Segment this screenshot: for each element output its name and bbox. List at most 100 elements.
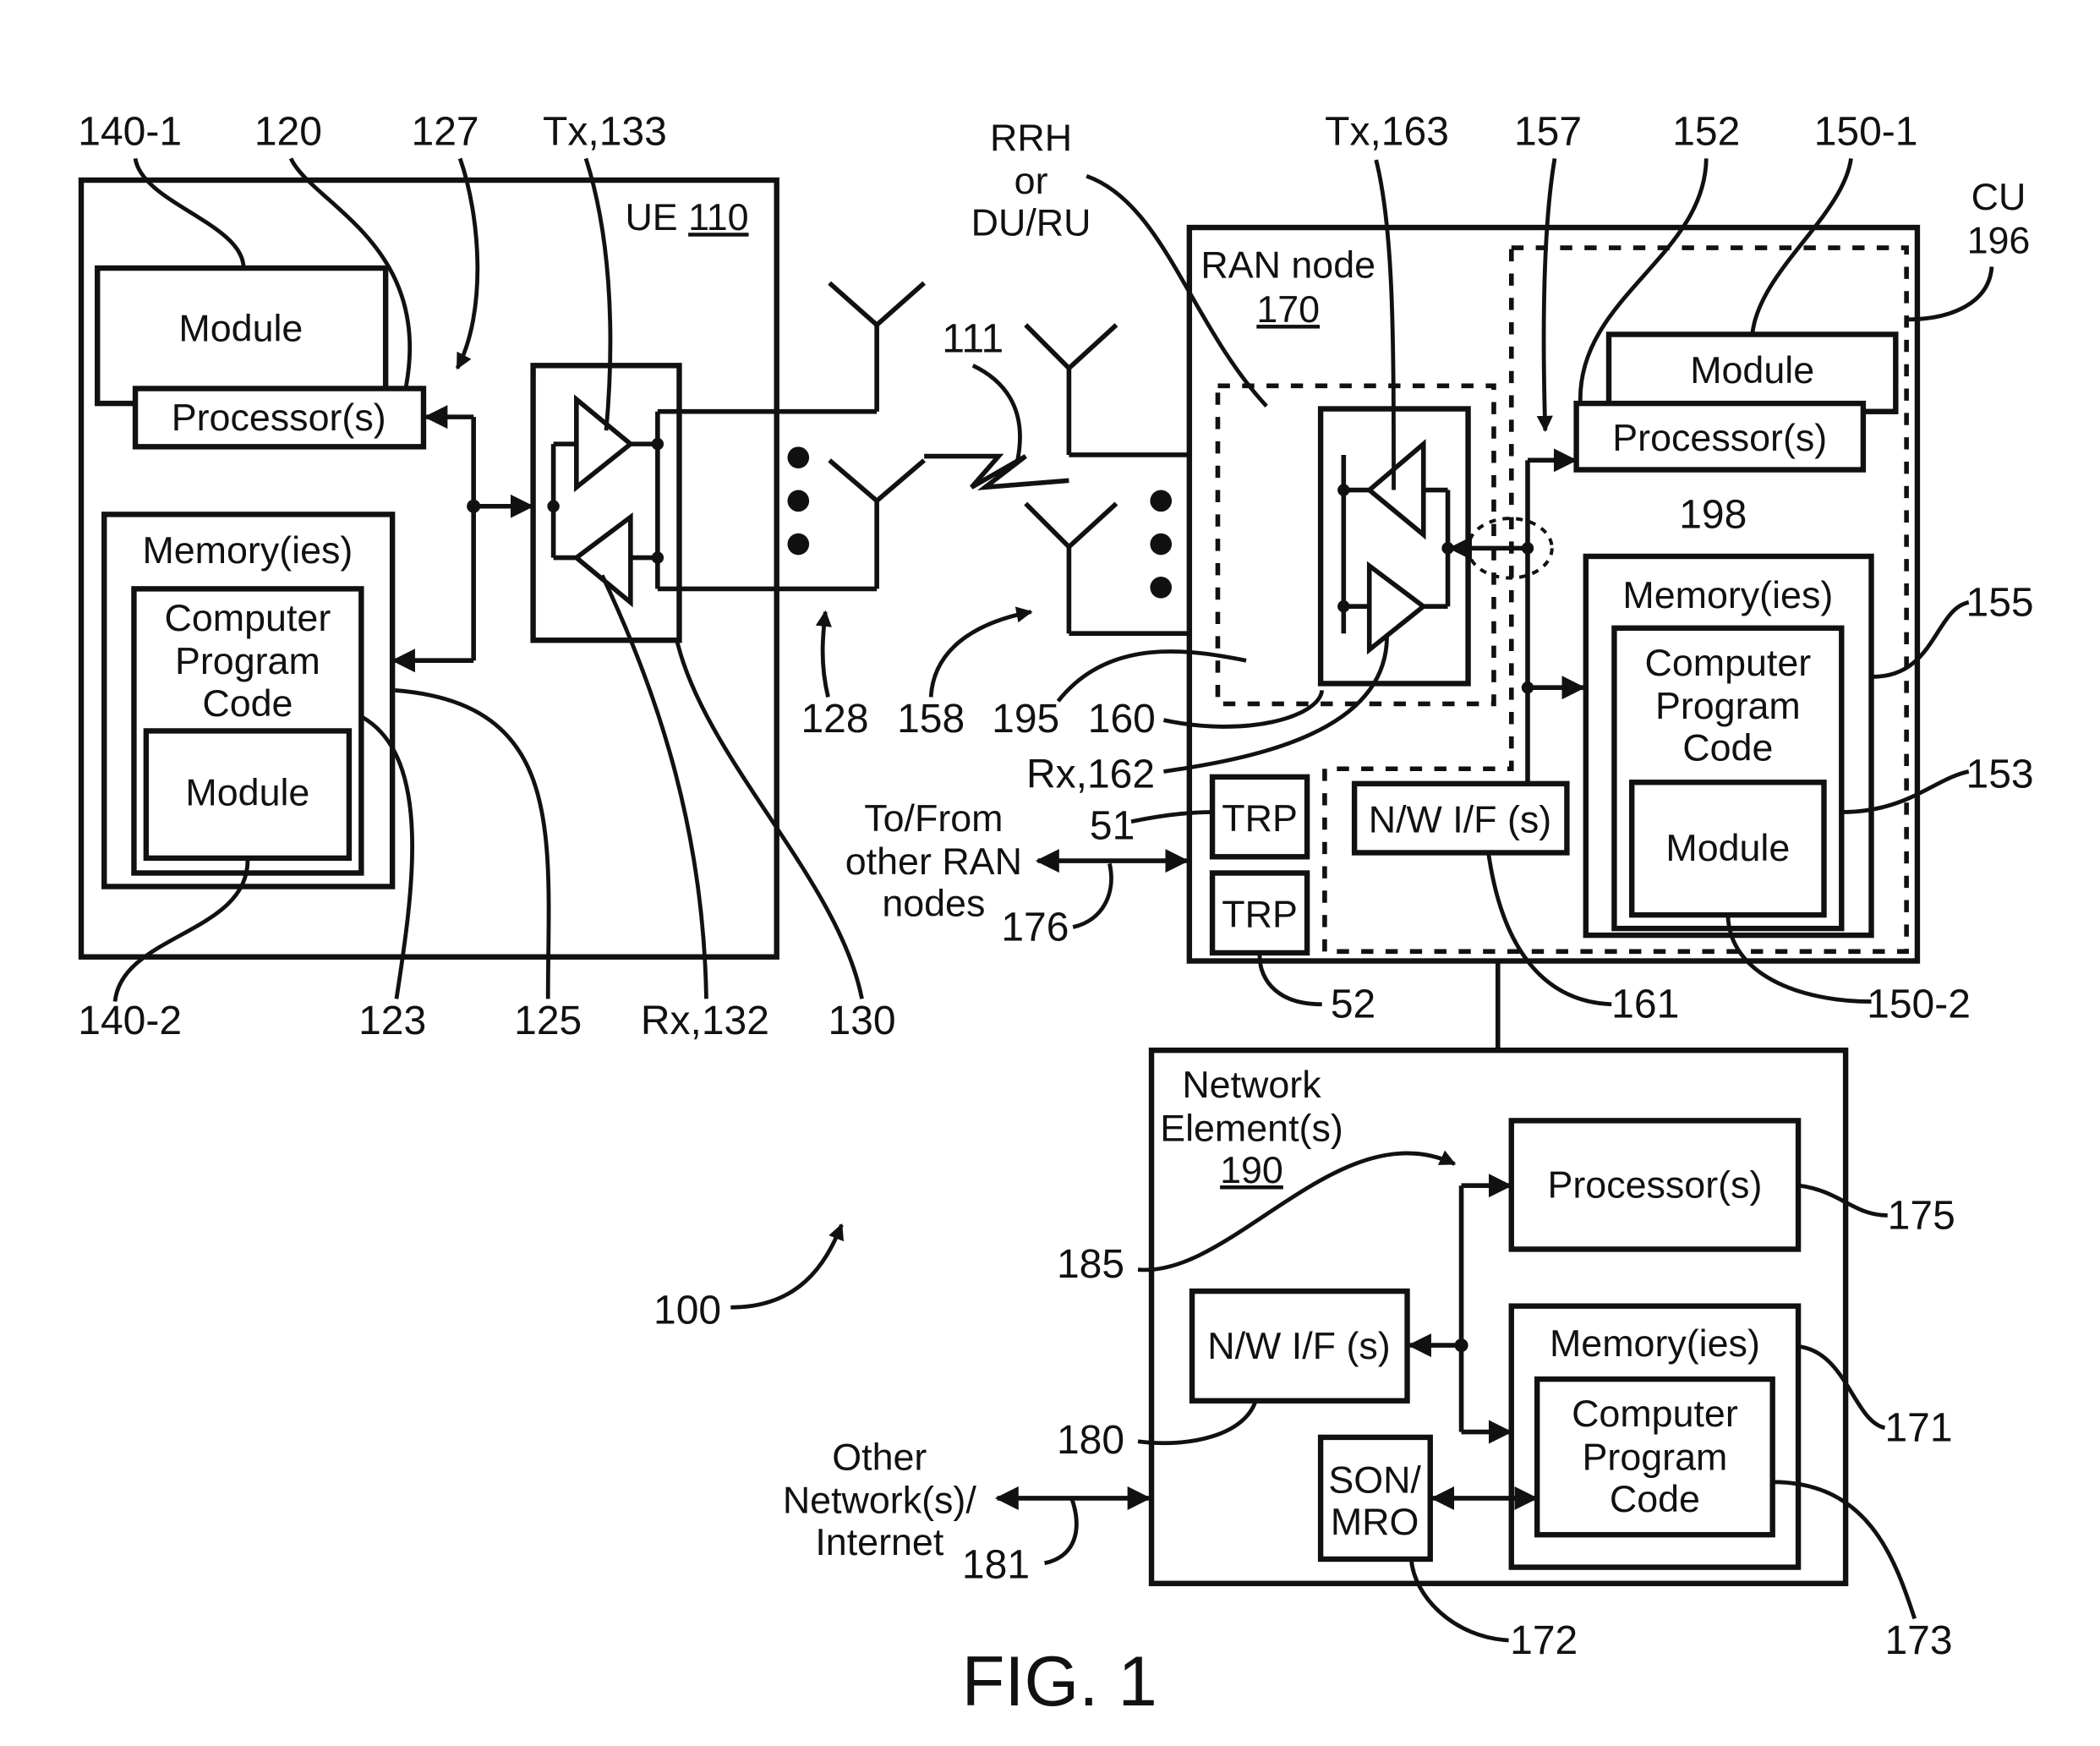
- ran-cu-label-2: 196: [1967, 219, 2031, 261]
- ue-module-inner: [143, 728, 353, 862]
- ran-module-inner-label: Module: [1665, 827, 1790, 869]
- ne-title-2: Element(s): [1160, 1107, 1343, 1149]
- ref-158: 158: [897, 697, 965, 742]
- figure-label: FIG. 1: [962, 1642, 1157, 1721]
- ref-157: 157: [1514, 109, 1582, 154]
- ue-processor: [132, 386, 427, 450]
- ran-id: 170: [1256, 288, 1320, 331]
- ref-175: 175: [1888, 1193, 1955, 1238]
- ne-block: Network Element(s) 190 Processor(s) N/W …: [1148, 1047, 1849, 1586]
- tofrom-line-3: nodes: [882, 883, 985, 925]
- ref-181: 181: [962, 1542, 1030, 1587]
- ne-nwif: [1189, 1288, 1410, 1404]
- ran-nwif: [1351, 780, 1570, 856]
- ran-code-line-1: Computer: [1645, 642, 1812, 684]
- wireless-link-zigzag: [924, 453, 1069, 490]
- ref-125: 125: [514, 999, 582, 1043]
- ue-code-line-2: Program: [175, 640, 320, 682]
- ran-module-top-label: Module: [1690, 349, 1814, 391]
- ran-bus-dashed-ellipse: [1466, 517, 1554, 580]
- ue-memory-label: Memory(ies): [142, 529, 353, 572]
- ref-161: 161: [1611, 982, 1679, 1027]
- ne-code-line-2: Program: [1583, 1436, 1728, 1478]
- ref-123: 123: [358, 999, 426, 1043]
- ref-198: 198: [1679, 492, 1747, 537]
- ref-171: 171: [1884, 1406, 1952, 1451]
- ue-bus-junction: [467, 499, 481, 513]
- ne-son-line-1: SON/: [1328, 1459, 1421, 1502]
- ref-tx163: Tx,163: [1325, 109, 1449, 154]
- ref-rx132: Rx,132: [641, 999, 769, 1043]
- ue-processor-label: Processor(s): [172, 397, 386, 439]
- ne-id: 190: [1220, 1149, 1283, 1191]
- ran-module-inner: [1629, 780, 1827, 918]
- ref-127: 127: [412, 109, 479, 154]
- ne-processor-label: Processor(s): [1547, 1164, 1762, 1207]
- ref-rx162: Rx,162: [1026, 753, 1155, 797]
- ref-140-1: 140-1: [78, 109, 182, 154]
- ue-antenna-dot-2: [787, 490, 810, 512]
- rrh-line-3: DU/RU: [971, 202, 1091, 244]
- ne-processor: [1508, 1118, 1802, 1252]
- ran-nwif-label: N/W I/F (s): [1369, 798, 1551, 840]
- ne-code-box: [1534, 1376, 1775, 1538]
- rrh-line-2: or: [1014, 160, 1048, 202]
- ref-130: 130: [828, 999, 895, 1043]
- ue-code-line-3: Code: [202, 682, 293, 725]
- ran-code-line-3: Code: [1682, 727, 1773, 769]
- ne-son-mro: [1317, 1434, 1433, 1563]
- ran-antenna-dot-1: [1150, 490, 1173, 512]
- ue-code-line-1: Computer: [165, 597, 331, 639]
- ref-51: 51: [1090, 803, 1135, 848]
- ue-trx-tx-node: [651, 437, 664, 451]
- ref-150-1: 150-1: [1814, 109, 1918, 154]
- ref-111: 111: [942, 316, 1004, 361]
- ran-bus-junction-2: [1521, 681, 1534, 694]
- ref-176: 176: [1001, 906, 1069, 950]
- leader-lines: [112, 157, 1994, 1643]
- ref-152: 152: [1672, 109, 1740, 154]
- ran-trp-1: [1209, 774, 1310, 860]
- ran-memory-label: Memory(ies): [1622, 574, 1833, 616]
- ue-antennas: [787, 281, 927, 589]
- ran-trp-2-label: TRP: [1222, 894, 1298, 936]
- ran-trp-2: [1209, 870, 1310, 956]
- ref-150-2: 150-2: [1867, 982, 1971, 1027]
- ref-185: 185: [1057, 1242, 1124, 1287]
- ne-bus-junction: [1454, 1338, 1468, 1353]
- ne-memory-label: Memory(ies): [1550, 1322, 1760, 1365]
- tofrom-line-2: other RAN: [845, 840, 1022, 883]
- other-net-line-3: Internet: [815, 1521, 943, 1563]
- ne-son-line-2: MRO: [1331, 1501, 1419, 1543]
- tofrom-line-1: To/From: [864, 797, 1003, 840]
- ref-128: 128: [801, 697, 868, 742]
- ref-52: 52: [1331, 982, 1375, 1027]
- ran-processor: [1573, 400, 1867, 473]
- ref-195: 195: [992, 697, 1059, 742]
- ref-172: 172: [1510, 1618, 1578, 1663]
- ran-antenna-dot-2: [1150, 533, 1173, 556]
- reference-numerals: 140-1 120 127 Tx,133 140-2 123 125 Rx,13…: [78, 109, 2033, 1663]
- ran-processor-label: Processor(s): [1612, 417, 1827, 459]
- ref-160: 160: [1088, 697, 1156, 742]
- ref-100: 100: [654, 1288, 721, 1333]
- ue-trx-node: [547, 500, 560, 512]
- ref-153: 153: [1966, 753, 2034, 797]
- ref-140-2: 140-2: [78, 999, 182, 1043]
- other-net-line-1: Other: [832, 1436, 927, 1478]
- ue-title: UE 110: [625, 196, 748, 238]
- ran-trp-1-label: TRP: [1222, 797, 1298, 840]
- ran-cu-label-1: CU: [1971, 176, 2026, 218]
- ue-module-inner-label: Module: [185, 771, 309, 813]
- ran-antenna-dot-3: [1150, 576, 1173, 599]
- ne-nwif-label: N/W I/F (s): [1207, 1325, 1390, 1367]
- ref-173: 173: [1884, 1618, 1952, 1663]
- ref-180: 180: [1057, 1418, 1124, 1463]
- ran-code-line-2: Program: [1655, 685, 1801, 727]
- ue-antenna-dot-3: [787, 533, 810, 556]
- ue-module-top-label: Module: [178, 307, 303, 349]
- ne-code-line-1: Computer: [1572, 1393, 1738, 1435]
- ran-block: RAN node 170 Module Processor(s): [1186, 176, 2031, 964]
- ref-120: 120: [254, 109, 322, 154]
